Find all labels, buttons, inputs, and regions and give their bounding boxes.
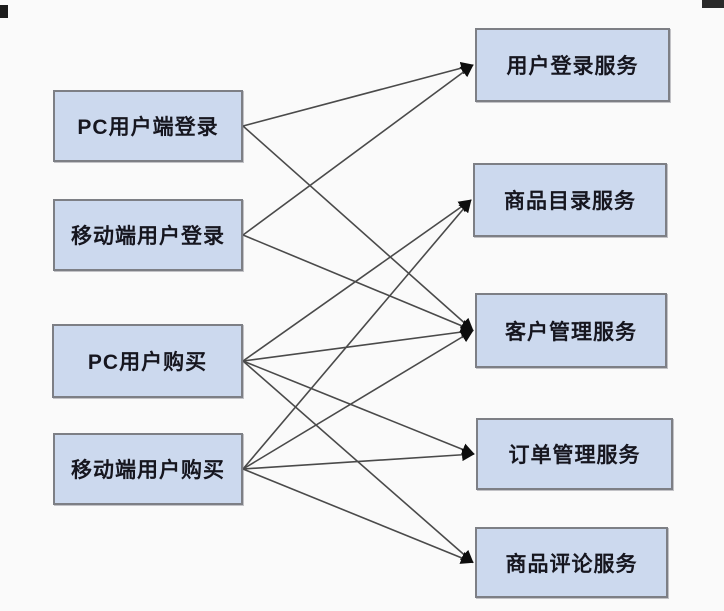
edge-pc-purchase-to-product-catalog-service — [242, 199, 472, 362]
edge-pc-purchase-to-customer-mgmt-service — [242, 325, 474, 362]
node-label-user-login-service: 用户登录服务 — [506, 55, 639, 78]
edge-mobile-login-to-customer-mgmt-service — [242, 234, 474, 332]
edge-pc-login-to-user-login-service — [242, 61, 474, 127]
node-mobile-login: 移动端用户登录 — [53, 199, 243, 271]
edge-mobile-purchase-to-order-mgmt-service — [242, 448, 475, 470]
node-label-pc-purchase: PC用户购买 — [87, 351, 208, 374]
node-order-mgmt-service: 订单管理服务 — [476, 418, 673, 490]
node-pc-purchase: PC用户购买 — [52, 324, 243, 398]
node-label-customer-mgmt-service: 客户管理服务 — [505, 320, 637, 344]
node-product-review-service: 商品评论服务 — [475, 527, 668, 598]
node-label-order-mgmt-service: 订单管理服务 — [508, 444, 641, 467]
node-mobile-purchase: 移动端用户购买 — [53, 433, 243, 505]
scan-artifact-top-left — [0, 5, 8, 18]
edge-mobile-login-to-user-login-service — [242, 64, 474, 236]
node-user-login-service: 用户登录服务 — [475, 28, 670, 102]
scan-artifact-top-right — [702, 0, 724, 8]
node-label-mobile-login: 移动端用户登录 — [71, 225, 225, 248]
node-pc-login: PC用户端登录 — [53, 90, 243, 162]
edge-mobile-purchase-to-product-review-service — [242, 468, 474, 564]
edge-mobile-purchase-to-product-catalog-service — [242, 199, 472, 470]
edge-pc-purchase-to-order-mgmt-service — [242, 360, 475, 456]
node-label-product-review-service: 商品评论服务 — [505, 552, 638, 576]
node-label-mobile-purchase: 移动端用户购买 — [71, 459, 225, 482]
node-product-catalog-service: 商品目录服务 — [473, 163, 667, 237]
node-label-pc-login: PC用户端登录 — [77, 116, 219, 139]
node-label-product-catalog-service: 商品目录服务 — [504, 190, 636, 213]
edge-pc-login-to-customer-mgmt-service — [242, 125, 474, 332]
edge-mobile-purchase-to-customer-mgmt-service — [242, 329, 474, 470]
node-customer-mgmt-service: 客户管理服务 — [475, 293, 667, 368]
